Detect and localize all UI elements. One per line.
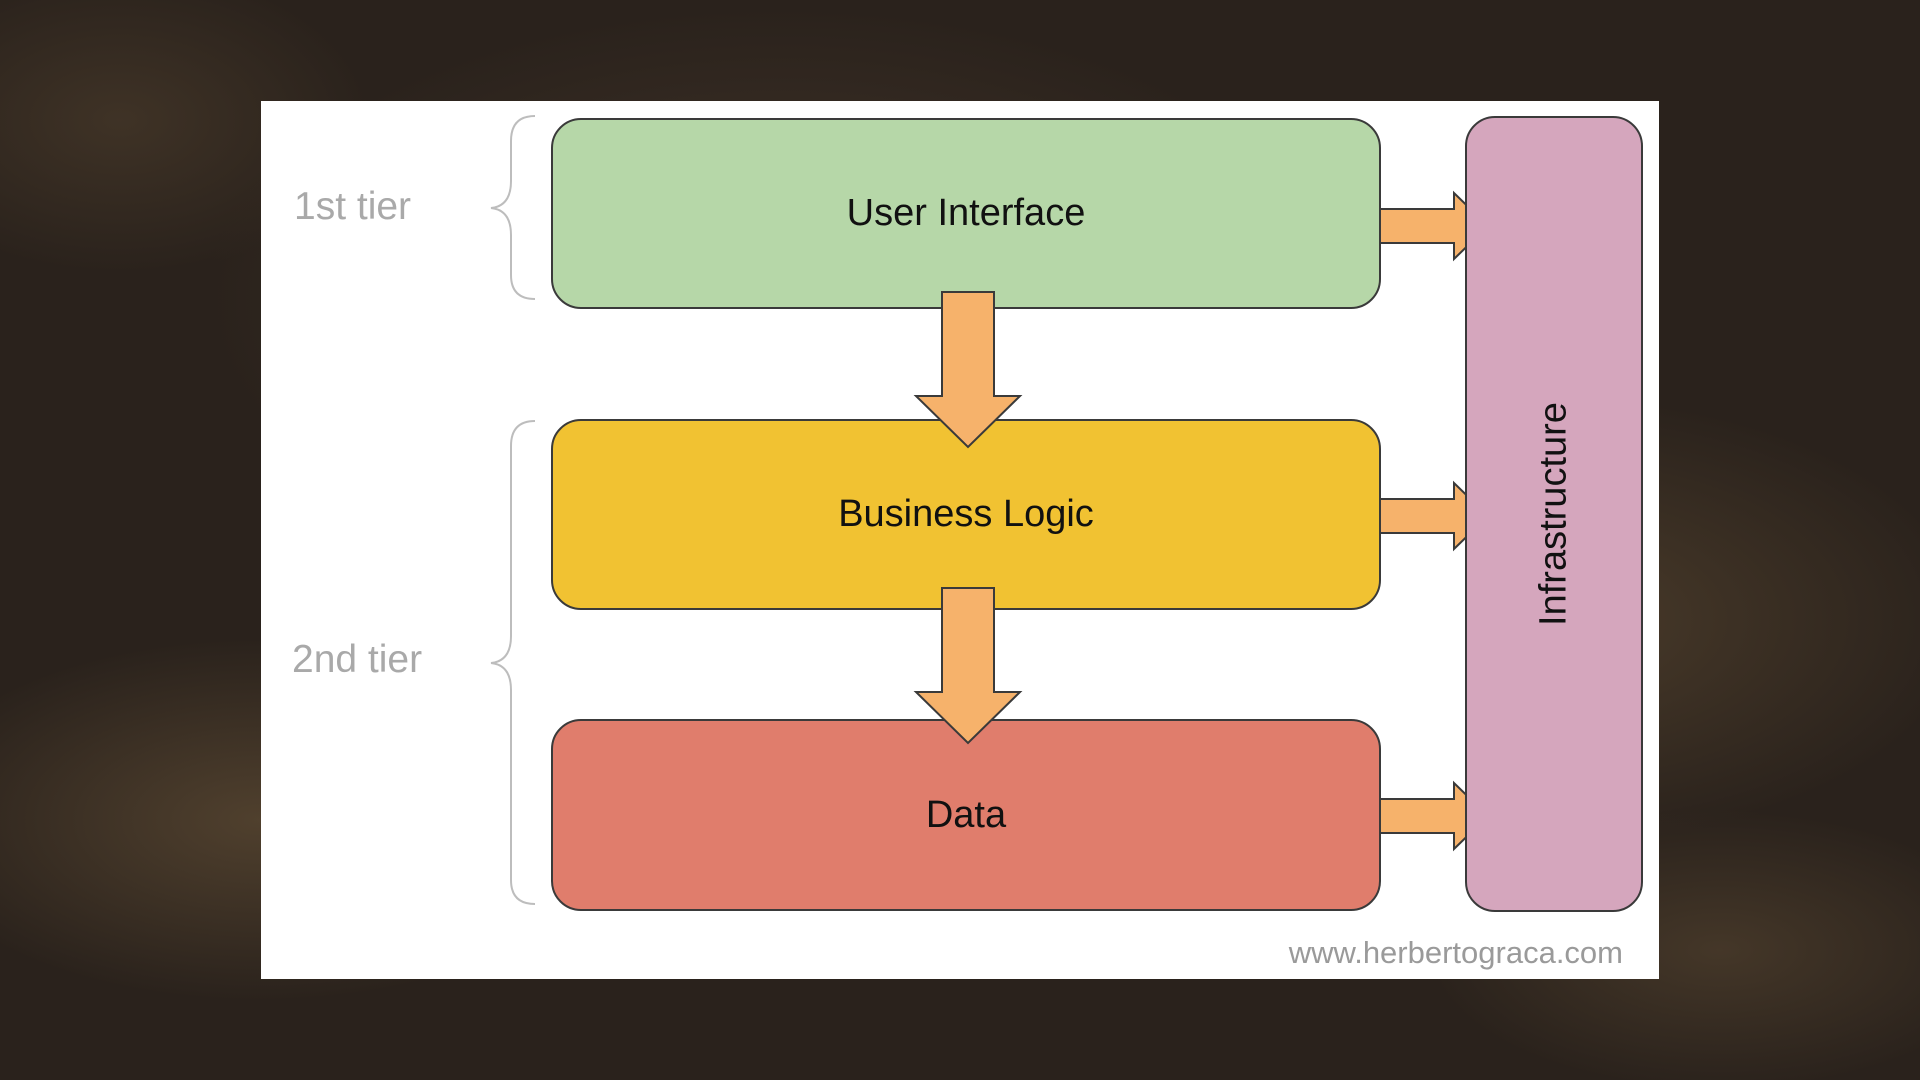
tier-1-label: 1st tier <box>294 185 412 228</box>
tier-2-brace <box>490 420 536 905</box>
tier-2-label: 2nd tier <box>292 638 423 681</box>
diagram-card: 1st tier 2nd tier User Interface Busines… <box>261 101 1659 979</box>
source-watermark: www.herbertograca.com <box>1288 935 1623 970</box>
business-logic-layer: Business Logic <box>551 419 1381 610</box>
diagram-svg <box>490 115 1490 905</box>
infrastructure-layer <box>1465 116 1643 912</box>
infrastructure-label: Infrastructure <box>1532 402 1575 626</box>
data-layer: Data <box>551 719 1381 911</box>
user-interface-layer: User Interface <box>551 118 1381 309</box>
tier-1-brace <box>490 115 536 300</box>
